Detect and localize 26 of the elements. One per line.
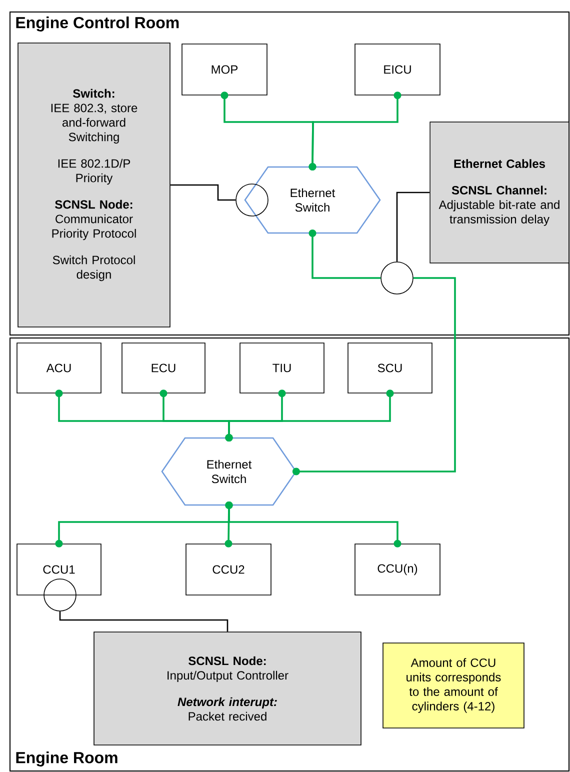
info-box: Ethernet Cables SCNSL Channel: Adjustable bit-rate and transmission delay bbox=[430, 122, 570, 264]
connector-line bbox=[225, 501, 402, 548]
unit-box: MOP bbox=[182, 44, 268, 96]
unit-box: CCU(n) bbox=[354, 544, 440, 596]
connector-line bbox=[59, 611, 228, 632]
info-box: Switch: IEE 802.3, store and-forward Switching IEE 802.1D/P Priority SCNSL Node: Communicator Priority Protocol Switch Protocol design bbox=[18, 42, 170, 328]
unit-box: CCU1 bbox=[16, 544, 102, 596]
connector-line bbox=[396, 192, 430, 262]
connector-line bbox=[170, 184, 236, 201]
unit-box: CCU2 bbox=[186, 544, 272, 596]
unit-box: EICU bbox=[354, 44, 440, 96]
unit-box: ACU bbox=[16, 342, 102, 394]
connector-line bbox=[308, 92, 402, 171]
switch-hexagon: Ethernet Switch bbox=[161, 437, 297, 506]
interface-circle bbox=[44, 578, 76, 612]
unit-box: SCU bbox=[348, 342, 432, 394]
connector-line bbox=[225, 390, 394, 442]
note-box: Amount of CCU units corresponds to the amount of cylinders (4-12) bbox=[382, 642, 524, 728]
connector-line bbox=[292, 277, 456, 476]
switch-hexagon: Ethernet Switch bbox=[244, 166, 381, 234]
interface-circle bbox=[380, 262, 414, 294]
unit-box: TIU bbox=[240, 342, 324, 394]
unit-box: ECU bbox=[122, 342, 206, 394]
info-box: SCNSL Node: Input/Output Controller Network interupt: Packet recived bbox=[94, 632, 362, 746]
connector-line bbox=[308, 229, 381, 279]
interface-circle bbox=[236, 184, 268, 216]
